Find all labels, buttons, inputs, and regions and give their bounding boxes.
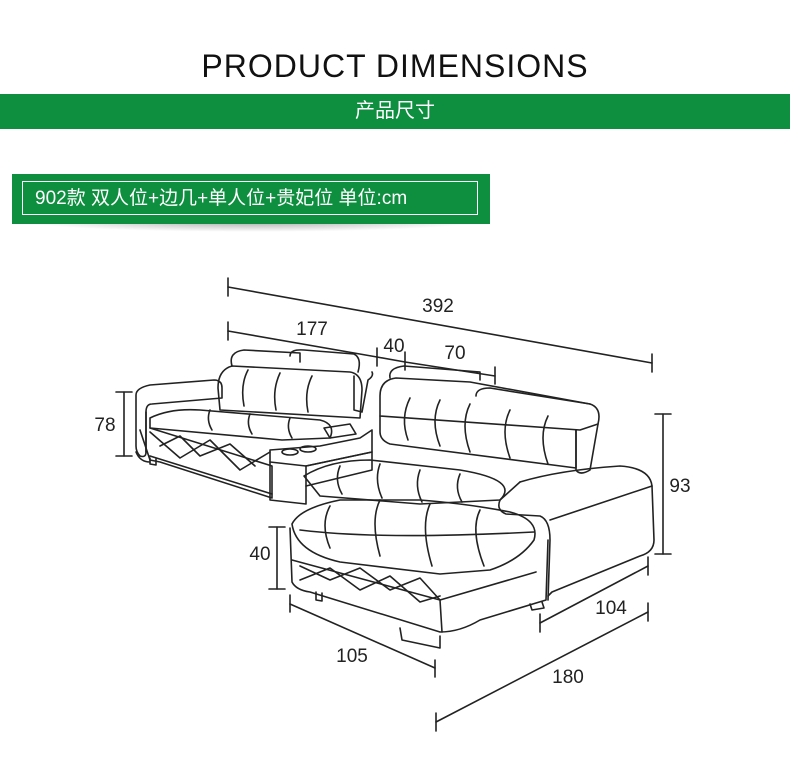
dim-line-180 <box>435 602 649 732</box>
dim-label-105: 105 <box>336 646 368 667</box>
dim-line-78 <box>115 391 133 457</box>
two-seat-section <box>135 349 363 499</box>
dim-label-177: 177 <box>296 319 328 340</box>
dim-label-40-table: 40 <box>383 336 404 357</box>
chaise-section <box>289 465 655 649</box>
spec-label-box: 902款 双人位+边几+单人位+贵妃位 单位:cm <box>12 174 490 232</box>
section-banner: 产品尺寸 <box>0 94 790 129</box>
dim-line-40-table <box>376 351 406 371</box>
dim-label-78: 78 <box>94 415 115 436</box>
dim-line-104 <box>539 556 649 633</box>
dim-label-180: 180 <box>552 667 584 688</box>
spec-label: 902款 双人位+边几+单人位+贵妃位 单位:cm <box>22 181 478 215</box>
dim-line-93 <box>654 413 672 555</box>
dim-line-392 <box>227 277 653 373</box>
dim-line-40-chaise <box>268 526 286 590</box>
page-title: PRODUCT DIMENSIONS <box>201 48 589 84</box>
spec-box-background: 902款 双人位+边几+单人位+贵妃位 单位:cm <box>12 174 490 224</box>
dim-label-104: 104 <box>595 598 627 619</box>
dim-label-70: 70 <box>444 343 465 364</box>
two-seat-base <box>135 451 151 463</box>
dim-line-105 <box>289 594 436 678</box>
dim-label-40-chaise: 40 <box>249 544 270 565</box>
dim-label-392: 392 <box>422 296 454 317</box>
dim-label-93: 93 <box>669 476 690 497</box>
